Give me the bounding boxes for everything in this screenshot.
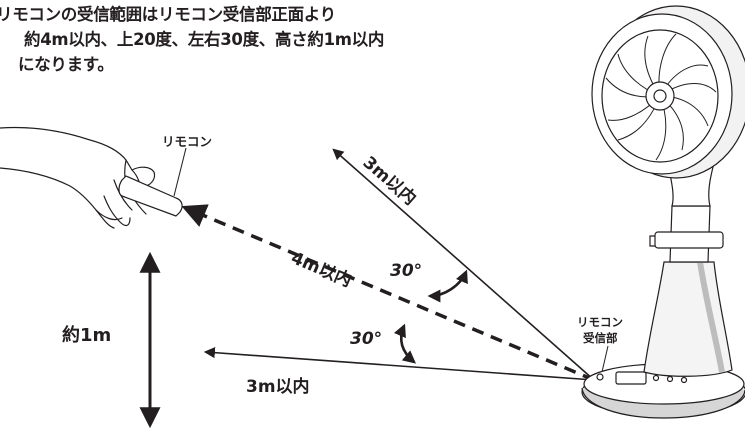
- remote-label-leader: [173, 147, 187, 197]
- intro-text: リモコンの受信範囲はリモコン受信部正面より 約4m以内、上20度、左右30度、高…: [0, 2, 446, 77]
- intro-line-3: になります。: [18, 55, 114, 74]
- upper-angle-arc: [427, 269, 468, 303]
- receiver-label-line-2: 受信部: [583, 331, 618, 345]
- intro-line-2: 約4m以内、上20度、左右30度、高さ約1m以内: [24, 30, 385, 49]
- remote-label: リモコン: [162, 134, 212, 149]
- height-label: 約1m: [62, 324, 111, 346]
- lower-angle-arc: [393, 323, 416, 364]
- lower-angle-label: 30°: [350, 329, 382, 349]
- center-distance-label: 4m以内: [288, 247, 355, 291]
- center-range-arrow: [181, 204, 595, 382]
- hand-holding-remote-illustration: [0, 126, 183, 229]
- upper-angle-label: 30°: [390, 261, 422, 281]
- intro-line-1: リモコンの受信範囲はリモコン受信部正面より: [0, 5, 336, 24]
- lower-distance-label: 3m以内: [246, 376, 310, 397]
- circulator-fan-illustration: [581, 5, 745, 419]
- receiver-label-leader: [601, 345, 609, 373]
- upper-range-arrow: [332, 148, 595, 381]
- lower-range-arrow: [203, 347, 595, 381]
- receiver-label-line-1: リモコン: [577, 315, 623, 329]
